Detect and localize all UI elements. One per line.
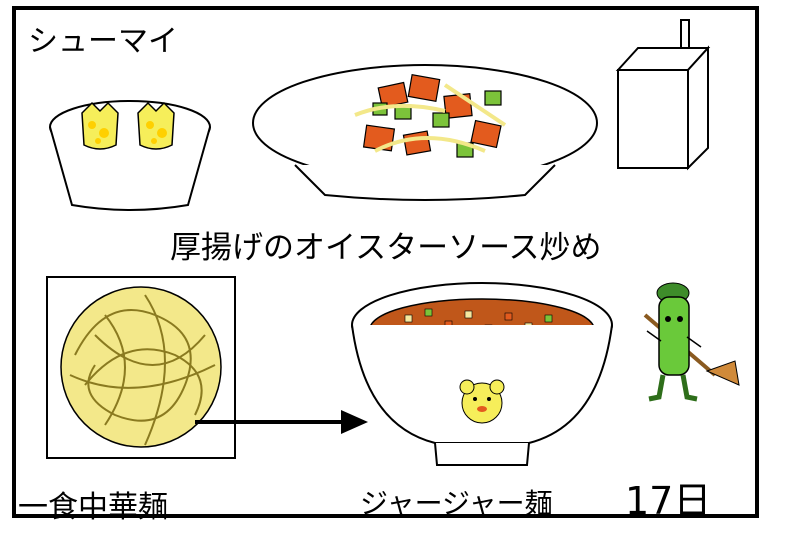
bear-face-icon — [459, 379, 505, 424]
shumai-icon — [137, 101, 175, 150]
shumai-bowl-icon — [49, 100, 211, 211]
jajamen-bowl-icon — [351, 282, 613, 466]
shumai-icon — [81, 101, 119, 150]
jajamen-label: ジャージャー麺 — [360, 487, 553, 520]
green-mascot-icon — [643, 282, 740, 402]
noodle-label: 一食中華麺 — [18, 490, 168, 525]
shumai-label: シューマイ — [28, 24, 178, 59]
atsuage-label: 厚揚げのオイスターソース炒め — [170, 230, 602, 266]
noodles-icon — [46, 276, 236, 459]
arrow-right-icon — [195, 410, 368, 434]
date-label: 17日 — [625, 479, 712, 523]
stirfry-dish-icon — [252, 64, 598, 201]
milk-carton-icon — [615, 19, 711, 171]
